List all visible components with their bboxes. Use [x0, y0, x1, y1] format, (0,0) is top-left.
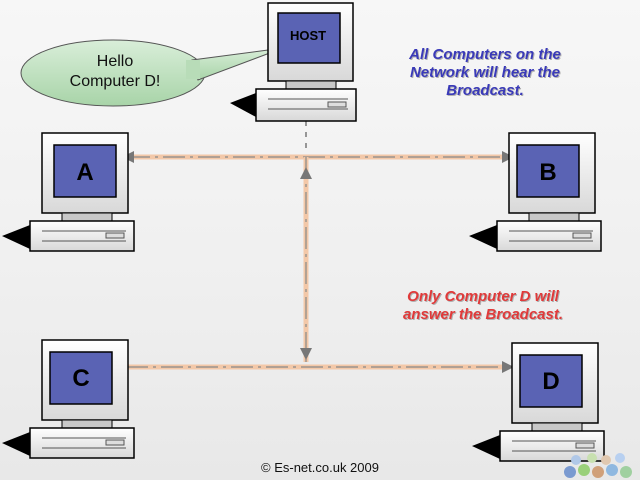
computer-b-label: B	[539, 159, 556, 186]
speech-bubble	[20, 39, 284, 107]
computer-d: D	[472, 342, 605, 462]
computer-d-label: D	[542, 368, 559, 395]
computer-a: A	[2, 132, 135, 252]
network-lines	[122, 110, 514, 373]
computer-host: HOST	[230, 2, 357, 122]
vertical-link	[300, 110, 312, 362]
computer-b: B	[469, 132, 602, 252]
answer-caption: Only Computer D will answer the Broadcas…	[402, 288, 564, 323]
computer-a-label: A	[76, 159, 93, 186]
top-horizontal-link	[122, 151, 514, 163]
decorative-dots	[564, 453, 632, 478]
copyright-footer: © Es-net.co.uk 2009	[261, 460, 379, 475]
speech-bubble-text: Hello Computer D!	[69, 53, 161, 90]
host-label: HOST	[290, 28, 326, 43]
computer-c-label: C	[72, 365, 89, 392]
bottom-horizontal-link	[126, 361, 514, 373]
broadcast-caption: All Computers on the Network will hear t…	[409, 46, 561, 99]
computer-c: C	[2, 339, 135, 459]
